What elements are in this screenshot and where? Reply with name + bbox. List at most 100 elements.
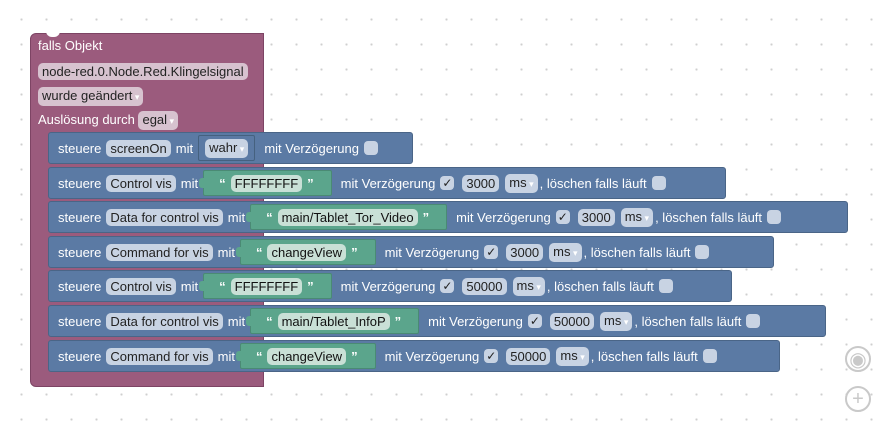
string-block[interactable]: “FFFFFFFF”	[199, 170, 332, 196]
target-field[interactable]: screenOn	[106, 139, 171, 157]
command-label: steuere	[58, 140, 102, 156]
block-notch	[46, 31, 60, 37]
open-quote-icon: “	[266, 313, 273, 329]
string-block[interactable]: “main/Tablet_Tor_Video”	[246, 204, 448, 230]
target-field[interactable]: Command for vis	[106, 347, 213, 365]
string-block[interactable]: “main/Tablet_InfoP”	[246, 308, 420, 334]
target-field[interactable]: Data for control vis	[106, 312, 223, 330]
delay-checkbox[interactable]: ✓	[555, 210, 570, 224]
target-field[interactable]: Control vis	[106, 174, 176, 192]
clear-label: , löschen falls läuft	[539, 175, 647, 191]
target-field[interactable]: Command for vis	[106, 243, 213, 261]
clear-label: , löschen falls läuft	[590, 348, 698, 364]
open-quote-icon: “	[219, 278, 226, 294]
delay-label: mit Verzögerung	[456, 209, 551, 225]
delay-value-field[interactable]: 3000	[506, 243, 544, 261]
open-quote-icon: “	[255, 348, 263, 364]
target-field[interactable]: Control vis	[106, 277, 176, 295]
event-title: falls Objekt	[38, 38, 103, 53]
clear-label: , löschen falls läuft	[655, 209, 763, 225]
bool-dropdown[interactable]: wahr	[205, 138, 249, 158]
command-label: steuere	[58, 278, 102, 294]
with-label: mit	[217, 244, 235, 260]
string-value[interactable]: main/Tablet_Tor_Video	[277, 208, 418, 226]
with-label: mit	[180, 175, 199, 191]
delay-label: mit Verzögerung	[428, 313, 523, 329]
command-label: steuere	[58, 348, 102, 364]
unit-dropdown[interactable]: ms	[549, 242, 582, 262]
delay-label: mit Verzögerung	[340, 175, 436, 191]
close-quote-icon: ”	[351, 244, 358, 260]
with-label: mit	[227, 209, 246, 225]
string-block[interactable]: “changeView”	[235, 239, 376, 265]
trigger-label: Auslösung durch	[38, 112, 135, 127]
close-quote-icon: ”	[307, 175, 314, 191]
zoom-in-icon[interactable]: +	[845, 386, 871, 412]
delay-label: mit Verzögerung	[264, 140, 359, 156]
with-label: mit	[180, 278, 199, 294]
open-quote-icon: “	[255, 244, 263, 260]
delay-value-field[interactable]: 3000	[577, 208, 615, 226]
delay-value-field[interactable]: 3000	[462, 174, 500, 192]
string-value[interactable]: changeView	[267, 347, 347, 365]
object-id-field[interactable]: node-red.0.Node.Red.Klingelsignal	[38, 63, 248, 80]
string-value[interactable]: FFFFFFFF	[230, 277, 303, 295]
delay-checkbox[interactable]: ✓	[484, 245, 499, 259]
string-block[interactable]: “changeView”	[235, 343, 376, 369]
close-quote-icon: ”	[307, 278, 314, 294]
clear-label: , löschen falls läuft	[634, 313, 742, 329]
open-quote-icon: “	[266, 209, 273, 225]
delay-checkbox[interactable]	[363, 141, 378, 155]
string-value[interactable]: FFFFFFFF	[230, 174, 303, 192]
delay-value-field[interactable]: 50000	[506, 347, 551, 365]
close-quote-icon: ”	[394, 313, 402, 329]
delay-checkbox[interactable]: ✓	[527, 314, 542, 328]
delay-label: mit Verzögerung	[340, 278, 436, 294]
with-label: mit	[217, 348, 235, 364]
clear-label: , löschen falls läuft	[546, 278, 654, 294]
unit-dropdown[interactable]: ms	[512, 276, 545, 296]
delay-value-field[interactable]: 50000	[549, 312, 594, 330]
close-quote-icon: ”	[422, 209, 430, 225]
clear-if-running-checkbox[interactable]	[651, 176, 666, 190]
condition-dropdown[interactable]: wurde geändert	[38, 87, 144, 106]
recenter-icon[interactable]: ◉	[845, 346, 871, 372]
clear-label: , löschen falls läuft	[583, 244, 691, 260]
unit-dropdown[interactable]: ms	[556, 346, 589, 366]
delay-label: mit Verzögerung	[384, 348, 480, 364]
trigger-dropdown[interactable]: egal	[138, 111, 179, 130]
string-block[interactable]: “FFFFFFFF”	[199, 273, 332, 299]
delay-label: mit Verzögerung	[384, 244, 480, 260]
command-label: steuere	[58, 244, 102, 260]
unit-dropdown[interactable]: ms	[620, 207, 654, 227]
delay-checkbox[interactable]: ✓	[440, 279, 455, 293]
clear-if-running-checkbox[interactable]	[746, 314, 761, 328]
delay-checkbox[interactable]: ✓	[484, 349, 499, 363]
unit-dropdown[interactable]: ms	[505, 173, 538, 193]
string-value[interactable]: main/Tablet_InfoP	[277, 312, 390, 330]
unit-dropdown[interactable]: ms	[600, 311, 633, 331]
close-quote-icon: ”	[351, 348, 358, 364]
value-slot: wahr	[198, 135, 256, 161]
command-label: steuere	[58, 313, 102, 329]
with-label: mit	[227, 313, 246, 329]
target-field[interactable]: Data for control vis	[106, 208, 223, 226]
clear-if-running-checkbox[interactable]	[695, 245, 710, 259]
delay-checkbox[interactable]: ✓	[440, 176, 455, 190]
string-value[interactable]: changeView	[267, 243, 347, 261]
clear-if-running-checkbox[interactable]	[702, 349, 717, 363]
open-quote-icon: “	[219, 175, 226, 191]
clear-if-running-checkbox[interactable]	[658, 279, 673, 293]
command-label: steuere	[58, 175, 102, 191]
delay-value-field[interactable]: 50000	[462, 277, 507, 295]
with-label: mit	[175, 140, 194, 156]
clear-if-running-checkbox[interactable]	[767, 210, 782, 224]
command-label: steuere	[58, 209, 102, 225]
